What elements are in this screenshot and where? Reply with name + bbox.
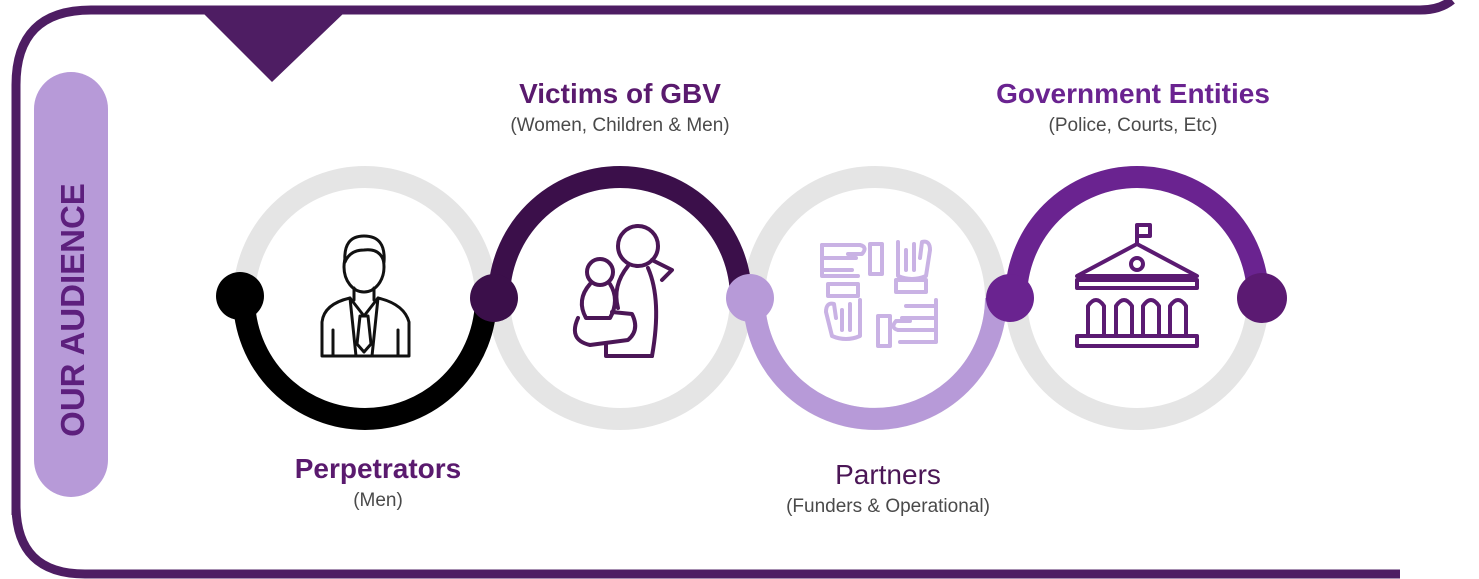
side-tab-label: OUR AUDIENCE [54, 183, 91, 437]
audience-label-perpetrators: Perpetrators (Men) [228, 453, 528, 511]
audience-subtitle: (Funders & Operational) [786, 496, 990, 517]
arc-partners [743, 297, 1007, 430]
businessman-icon [320, 234, 411, 358]
pointer-triangle [202, 12, 345, 82]
arc-victims [488, 166, 752, 299]
joined-hands-icon [820, 239, 938, 348]
side-tab [34, 72, 108, 497]
audience-subtitle: (Women, Children & Men) [510, 115, 730, 136]
connector-dot-partners [726, 274, 774, 322]
audience-title: Perpetrators [294, 453, 462, 484]
audience-label-partners: Partners (Funders & Operational) [738, 459, 1038, 517]
connector-dot-government-left [986, 274, 1034, 322]
audience-subtitle: (Men) [353, 490, 403, 511]
connector-dot-government-right [1237, 273, 1287, 323]
audience-label-government: Government Entities (Police, Courts, Etc… [963, 78, 1303, 136]
government-building-icon [1075, 223, 1199, 348]
arc-government [1005, 166, 1269, 299]
audience-title: Government Entities [996, 78, 1270, 109]
mother-child-icon [573, 224, 674, 358]
panel-frame [11, 0, 1455, 515]
audience-title: Victims of GBV [519, 78, 721, 109]
audience-subtitle: (Police, Courts, Etc) [1048, 115, 1218, 136]
connector-dot-victims [470, 274, 518, 322]
audience-label-victims: Victims of GBV (Women, Children & Men) [465, 78, 775, 136]
arc-perpetrators [233, 297, 497, 430]
audience-title: Partners [835, 459, 941, 490]
panel-frame-bottom [11, 504, 1400, 579]
connector-dot-perpetrators [216, 272, 264, 320]
